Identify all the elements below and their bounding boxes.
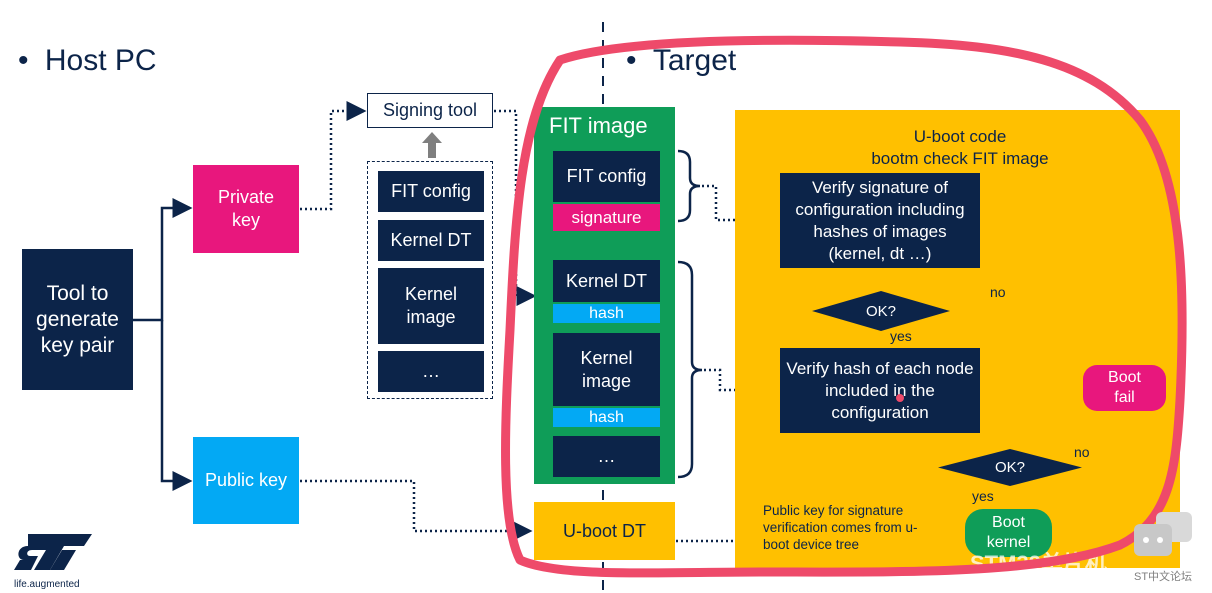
fit-ellipsis-box: … — [553, 436, 660, 477]
host-stack-item-label: … — [422, 361, 440, 381]
hash-label: hash — [589, 304, 624, 322]
bullet: • — [18, 44, 29, 77]
no-label-1: no — [990, 284, 1006, 300]
up-arrow — [422, 132, 442, 158]
signature-label: signature — [571, 207, 642, 227]
boot-kernel-label: Boot kernel — [986, 514, 1031, 551]
fit-config-box: FIT config — [553, 151, 660, 202]
uboot-panel-title: U-boot code bootm check FIT image — [830, 126, 1090, 170]
yes-label-2: yes — [972, 488, 994, 504]
public-key-box: Public key — [193, 437, 299, 524]
host-title-text: Host PC — [44, 44, 157, 77]
host-stack-item: FIT config — [378, 171, 484, 212]
fit-config-label: FIT config — [566, 166, 647, 186]
target-title-text: Target — [652, 44, 737, 77]
public-key-note: Public key for signature verification co… — [763, 503, 918, 552]
verify-hash-box: Verify hash of each node included in the… — [780, 348, 980, 433]
signing-tool-label: Signing tool — [382, 100, 478, 120]
uboot-dt-label: U-boot DT — [562, 520, 647, 541]
fit-ellipsis-label: … — [597, 446, 616, 466]
tree-connector — [133, 198, 193, 322]
up-arrow-icon — [422, 132, 442, 158]
signing-tool-box: Signing tool — [367, 93, 493, 128]
private-key-label: Private key — [217, 187, 275, 230]
host-stack-item-label: FIT config — [391, 181, 471, 201]
tool-box-label: Tool to generate key pair — [36, 281, 119, 357]
tool-box: Tool to generate key pair — [22, 249, 133, 390]
hash-label: hash — [589, 408, 624, 426]
ok-decision-2 — [938, 449, 1082, 486]
st-logo-icon — [14, 534, 92, 570]
kernel-image-label: Kernel image — [580, 347, 633, 391]
brace-images — [677, 260, 703, 479]
host-title: • Host PC — [18, 44, 157, 78]
hash-box: hash — [553, 304, 660, 323]
kernel-image-box: Kernel image — [553, 333, 660, 406]
config-to-verify-arrow — [702, 184, 781, 230]
boot-kernel-box: Boot kernel — [965, 509, 1052, 557]
host-stack — [367, 161, 493, 399]
host-stack-item: … — [378, 351, 484, 392]
public-key-label: Public key — [204, 470, 288, 490]
ok-decision-1 — [812, 291, 950, 331]
boot-fail-box: Boot fail — [1083, 365, 1166, 411]
private-key-box: Private key — [193, 165, 299, 253]
verify-signature-box: Verify signature of configuration includ… — [780, 173, 980, 268]
host-stack-item: Kernel image — [378, 268, 484, 344]
uboot-panel-title-line2: bootm check FIT image — [871, 149, 1049, 168]
chat-bubble-icon — [1134, 512, 1192, 556]
hash-box: hash — [553, 408, 660, 427]
boot-fail-label: Boot fail — [1108, 369, 1141, 406]
ok-decision-2-label: OK? — [994, 459, 1025, 476]
private-to-signing-arrow — [300, 101, 367, 211]
signing-to-fit-arrow — [494, 109, 537, 306]
uboot-panel-title-line1: U-boot code — [913, 127, 1007, 146]
brace-config — [677, 149, 701, 223]
public-to-ubootdt-arrow — [300, 479, 533, 541]
uboot-dt-box: U-boot DT — [534, 502, 675, 560]
verify-signature-label: Verify signature of configuration includ… — [795, 177, 965, 263]
host-stack-item-label: Kernel image — [404, 284, 458, 327]
corner-badge-label: ST中文论坛 — [1134, 571, 1193, 583]
verify-hash-label: Verify hash of each node included in the… — [786, 358, 974, 422]
st-logo: life.augmented — [14, 532, 102, 590]
yes-label-1: yes — [890, 328, 912, 344]
ok-decision-1-label: OK? — [865, 302, 896, 320]
target-title: • Target — [626, 44, 736, 78]
host-stack-item: Kernel DT — [378, 220, 484, 261]
tree-connector-lower — [160, 320, 193, 491]
bullet: • — [626, 44, 637, 77]
kernel-dt-label: Kernel DT — [565, 270, 648, 291]
corner-badge: ST中文论坛 — [1132, 512, 1202, 584]
host-stack-item-label: Kernel DT — [390, 230, 472, 250]
st-tagline: life.augmented — [14, 579, 80, 590]
fit-image-title: FIT image — [549, 113, 648, 138]
kernel-dt-box: Kernel DT — [553, 260, 660, 302]
no-label-2: no — [1074, 444, 1090, 460]
signature-box: signature — [553, 204, 660, 231]
